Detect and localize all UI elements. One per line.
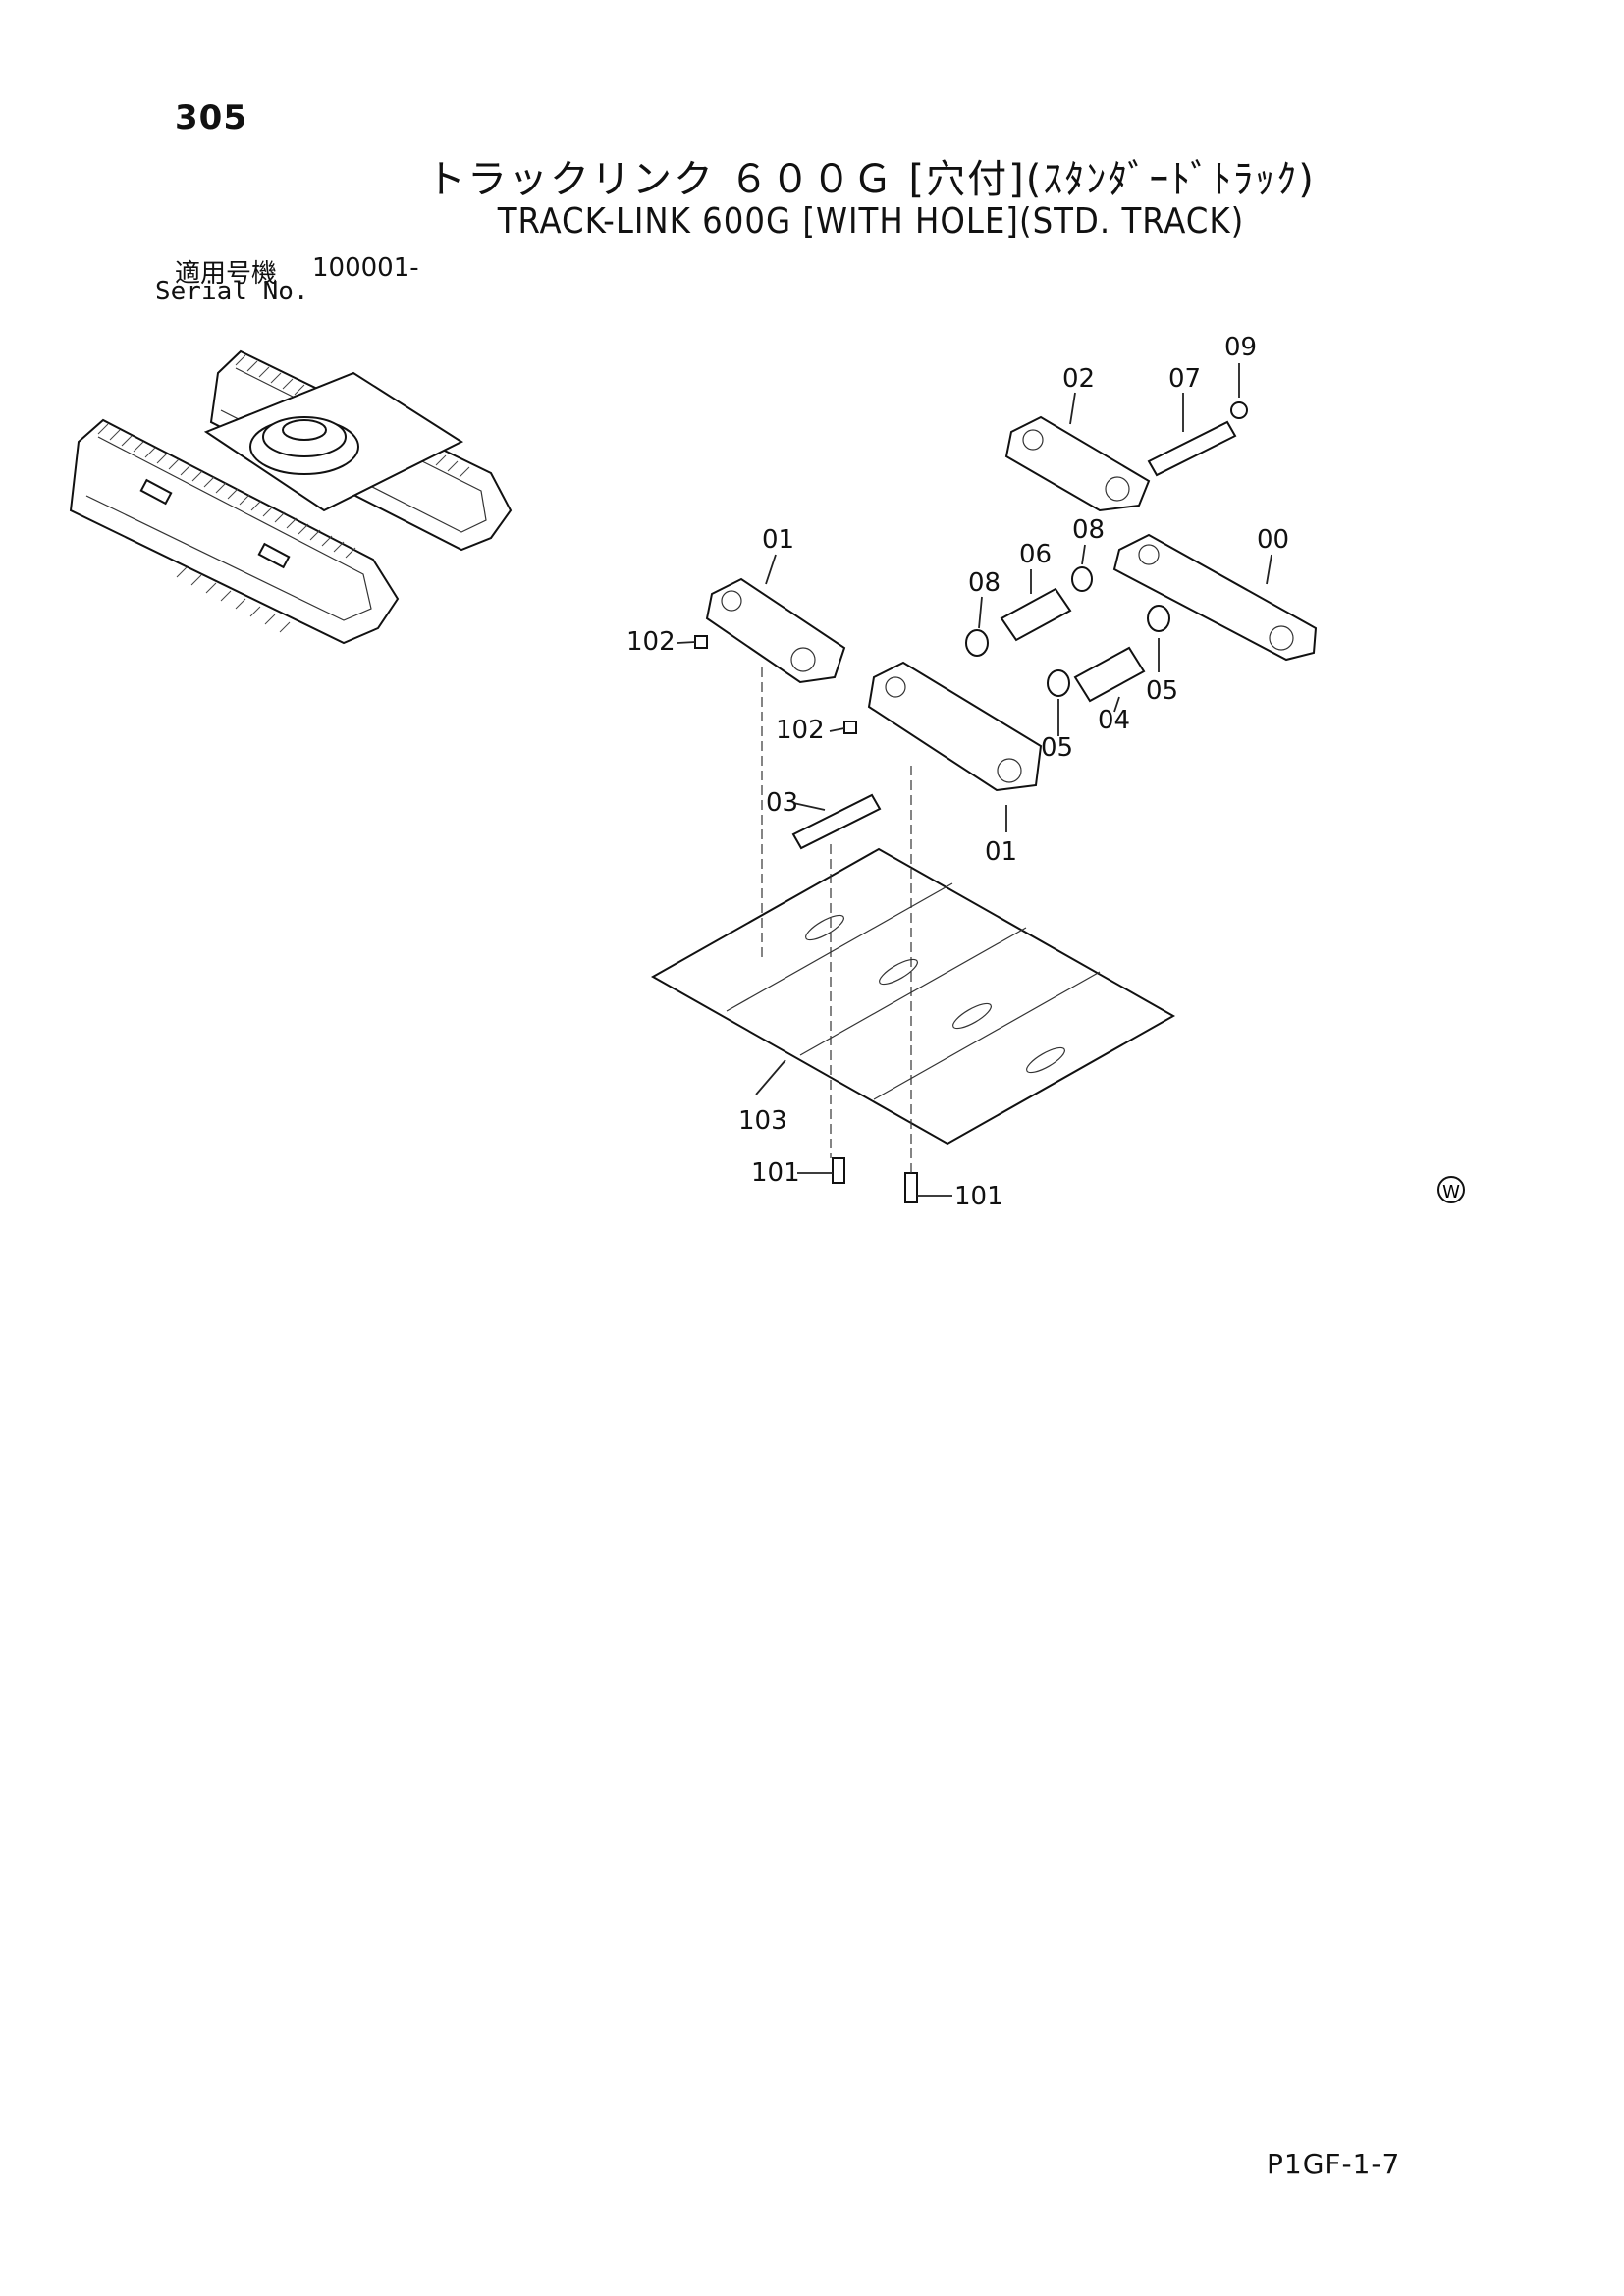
leader-lines <box>677 363 1272 1197</box>
callout-08-lower: 08 <box>968 568 1001 598</box>
track-link-exploded-view <box>650 401 1318 1203</box>
serial-number-value: 100001- <box>312 253 419 283</box>
callout-101-left: 101 <box>751 1158 800 1188</box>
callout-06: 06 <box>1019 540 1052 569</box>
title-japanese: トラックリンク ６００Ｇ [穴付](ｽﾀﾝﾀﾞｰﾄﾞﾄﾗｯｸ) <box>426 157 1316 202</box>
callout-101-right: 101 <box>954 1182 1003 1211</box>
document-code: P1GF-1-7 <box>1267 2148 1401 2180</box>
callout-102-upper: 102 <box>626 627 676 657</box>
callout-09: 09 <box>1224 333 1257 362</box>
svg-text:W: W <box>1442 1182 1460 1202</box>
page-number: 305 <box>175 98 247 137</box>
callout-102-lower: 102 <box>776 716 825 745</box>
callout-02: 02 <box>1062 364 1095 394</box>
callout-05-right: 05 <box>1146 676 1178 706</box>
callout-01-upper: 01 <box>762 525 794 555</box>
callout-103: 103 <box>738 1106 787 1136</box>
callout-08-upper: 08 <box>1072 515 1105 545</box>
title-english: TRACK-LINK 600G [WITH HOLE](STD. TRACK) <box>497 201 1245 241</box>
undercarriage-overview-illustration <box>69 349 513 645</box>
callout-00: 00 <box>1257 525 1289 555</box>
serial-label-japanese: 適用号機 <box>175 259 278 289</box>
callout-04: 04 <box>1098 706 1130 735</box>
callout-07: 07 <box>1168 364 1201 394</box>
callout-05-left: 05 <box>1041 733 1073 763</box>
w-mark-icon: W <box>1437 1176 1465 1203</box>
serial-label-english: Serial No. <box>155 277 309 306</box>
callout-03: 03 <box>766 788 798 818</box>
callout-01-lower: 01 <box>985 837 1017 867</box>
